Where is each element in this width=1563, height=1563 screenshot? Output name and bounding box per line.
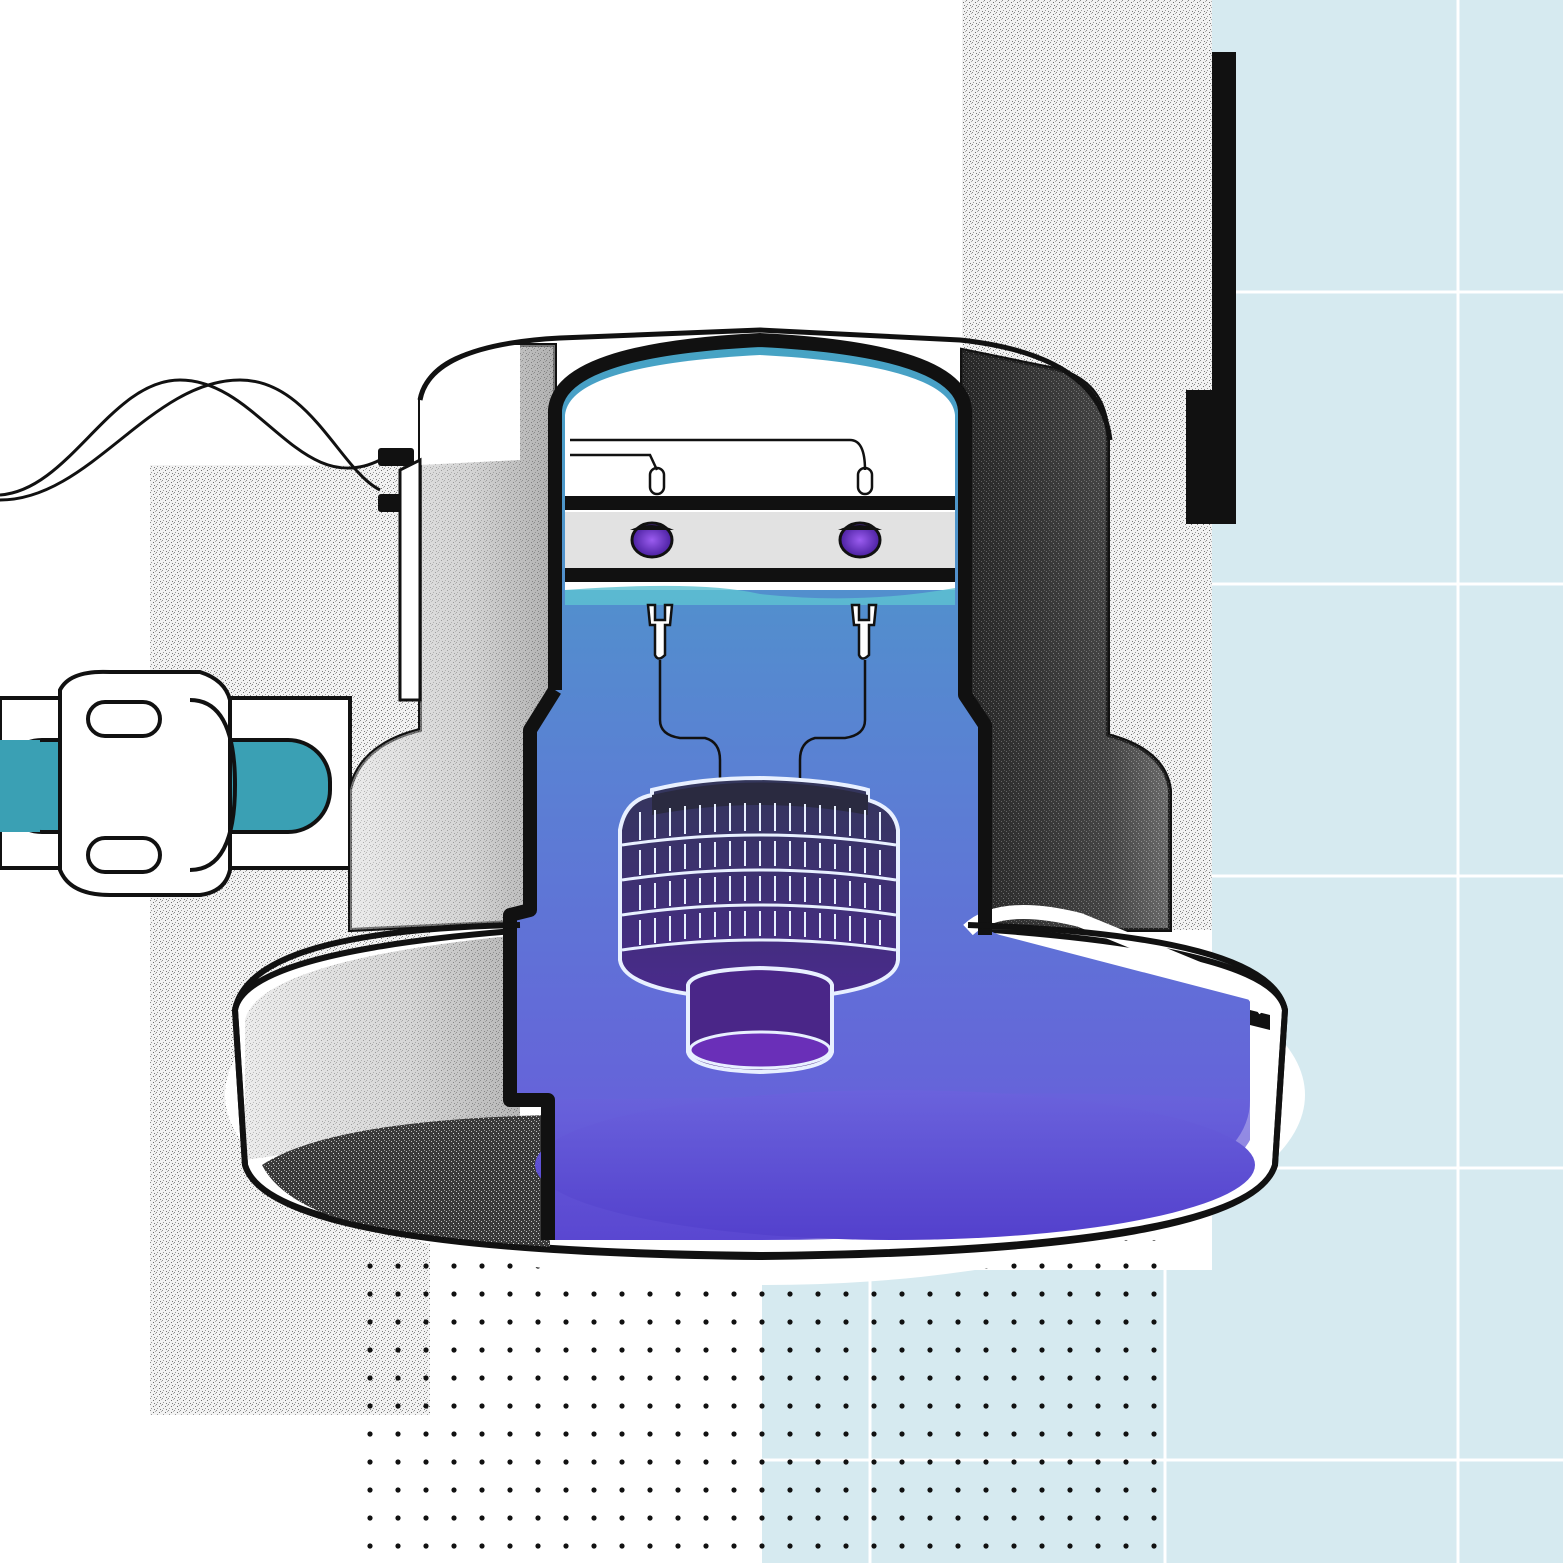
electrical-wire-icon <box>0 378 381 502</box>
chamber-outline <box>503 333 992 1240</box>
uv-emitter-left <box>630 521 674 559</box>
cartridge-filter-icon <box>618 775 900 1075</box>
tank-lid <box>417 327 1113 441</box>
wall-bracket <box>1186 52 1236 524</box>
uv-emitter-right <box>838 521 882 559</box>
dot-pattern <box>360 1240 1160 1563</box>
upper-terminals <box>648 466 874 496</box>
upper-wiring <box>570 438 867 471</box>
base-rim <box>232 922 1289 1261</box>
lower-terminals <box>646 603 878 660</box>
housing-shell-right <box>960 347 1172 932</box>
inlet-pipe-icon <box>0 669 352 897</box>
housing-shell-left <box>348 343 557 933</box>
lower-wiring <box>658 660 867 790</box>
uv-lamp-compartment <box>565 355 955 605</box>
